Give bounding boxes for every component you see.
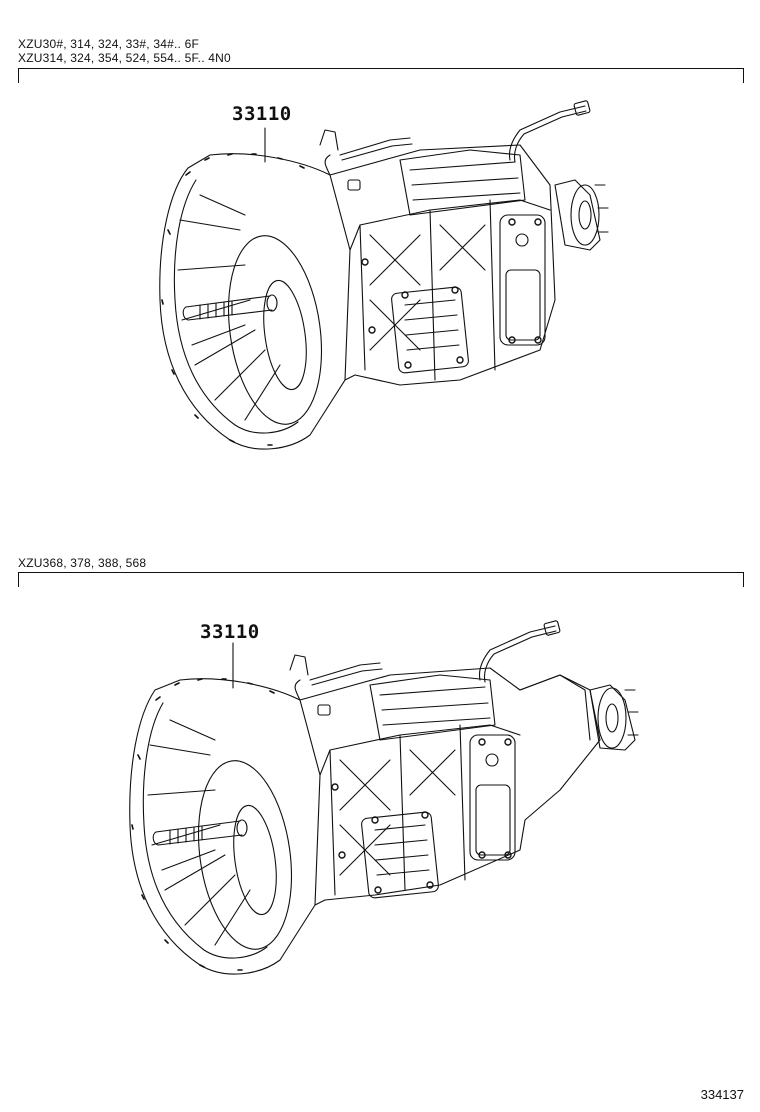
applicability-bracket-2 (18, 572, 744, 587)
applicability-line-2-1: XZU368, 378, 388, 568 (18, 556, 147, 570)
part-number-callout-2[interactable]: 33110 (200, 621, 260, 643)
document-number: 334137 (700, 1087, 744, 1102)
part-number-callout-1[interactable]: 33110 (232, 103, 292, 125)
transmission-case-2 (299, 667, 601, 906)
applicability-line-1-2: XZU314, 324, 354, 524, 554.. 5F.. 4N0 (18, 51, 231, 65)
applicability-line-1-1: XZU30#, 314, 324, 33#, 34#.. 6F (18, 37, 199, 51)
applicability-bracket-1 (18, 68, 744, 83)
transmission-illustration-2 (129, 620, 639, 975)
transmission-illustration-1 (159, 100, 609, 450)
transmission-case-1 (329, 144, 556, 386)
